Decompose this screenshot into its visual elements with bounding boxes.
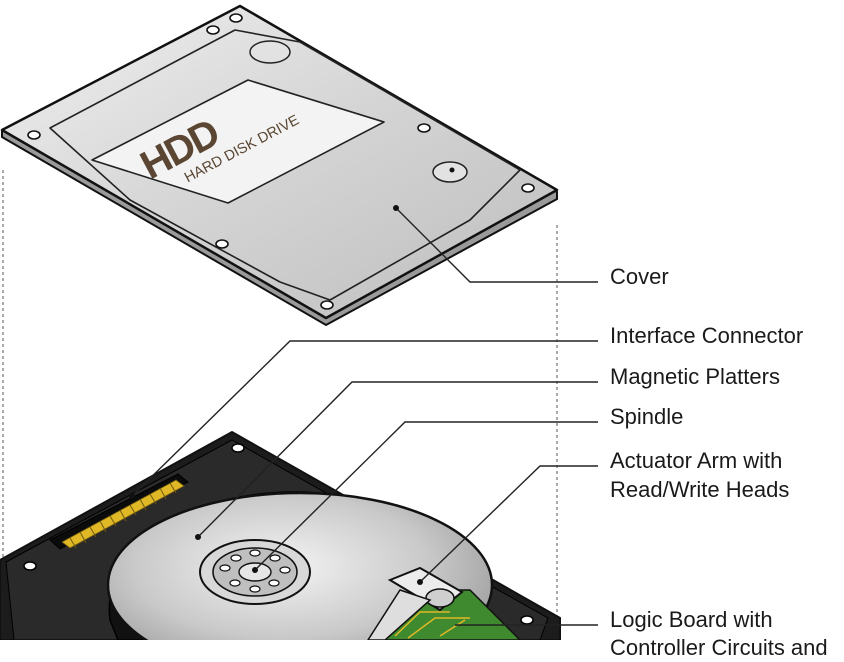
guide-lines (2, 170, 558, 620)
label-magnetic-platters: Magnetic Platters (610, 364, 780, 389)
drive-cover: HDD HARD DISK DRIVE (0, 4, 559, 327)
leader-dots (129, 205, 423, 585)
interface-connector (61, 479, 185, 549)
actuator-arm (367, 566, 464, 640)
hdd-exploded-diagram: HDD HARD DISK DRIVE (0, 4, 598, 640)
label-actuator-arm-line2: Read/Write Heads (610, 477, 790, 502)
label-logic-board-line1: Logic Board with (610, 607, 773, 632)
label-spindle: Spindle (610, 404, 684, 429)
label-logic-board-line2: Controller Circuits and (610, 635, 828, 660)
label-interface-connector: Interface Connector (610, 323, 804, 348)
label-actuator-arm-line1: Actuator Arm with (610, 448, 783, 473)
label-cover: Cover (610, 264, 669, 289)
leader-lines (131, 207, 598, 626)
